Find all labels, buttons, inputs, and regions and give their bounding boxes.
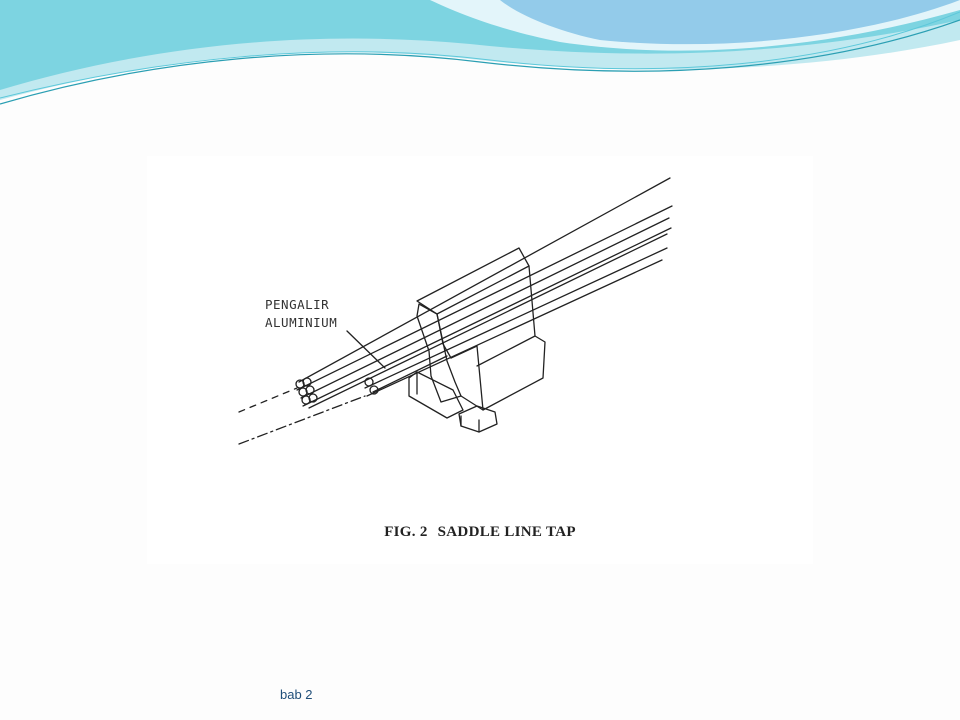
conductor-strand bbox=[308, 233, 668, 409]
saddle-line-tap-drawing bbox=[238, 177, 673, 445]
tap-strand bbox=[364, 247, 668, 389]
conductor-strand bbox=[298, 177, 671, 383]
conductor-strand bbox=[302, 227, 672, 407]
figure-number: FIG. 2 bbox=[384, 524, 428, 540]
conductor-strand bbox=[296, 205, 673, 391]
tap-strand bbox=[372, 355, 448, 393]
dashed-conductor-left bbox=[238, 387, 298, 413]
saddle-clamp-side bbox=[460, 265, 546, 411]
callout-leader bbox=[346, 330, 386, 369]
callout-line-2: ALUMINIUM bbox=[265, 315, 338, 330]
header-wave-decoration bbox=[0, 0, 960, 105]
dashed-conductor-left-lower bbox=[238, 395, 366, 445]
conductor-strand bbox=[300, 217, 670, 399]
figure-caption: FIG. 2 SADDLE LINE TAP bbox=[147, 524, 813, 541]
figure-title: SADDLE LINE TAP bbox=[437, 524, 576, 540]
footer-text: bab 2 bbox=[280, 687, 313, 702]
callout-line-1: PENGALIR bbox=[265, 297, 330, 312]
hex-nut bbox=[458, 405, 498, 433]
callout-label: PENGALIR ALUMINIUM bbox=[265, 296, 337, 332]
figure-saddle-line-tap: PENGALIR ALUMINIUM FIG. 2 SADDLE LINE TAP bbox=[147, 156, 813, 564]
